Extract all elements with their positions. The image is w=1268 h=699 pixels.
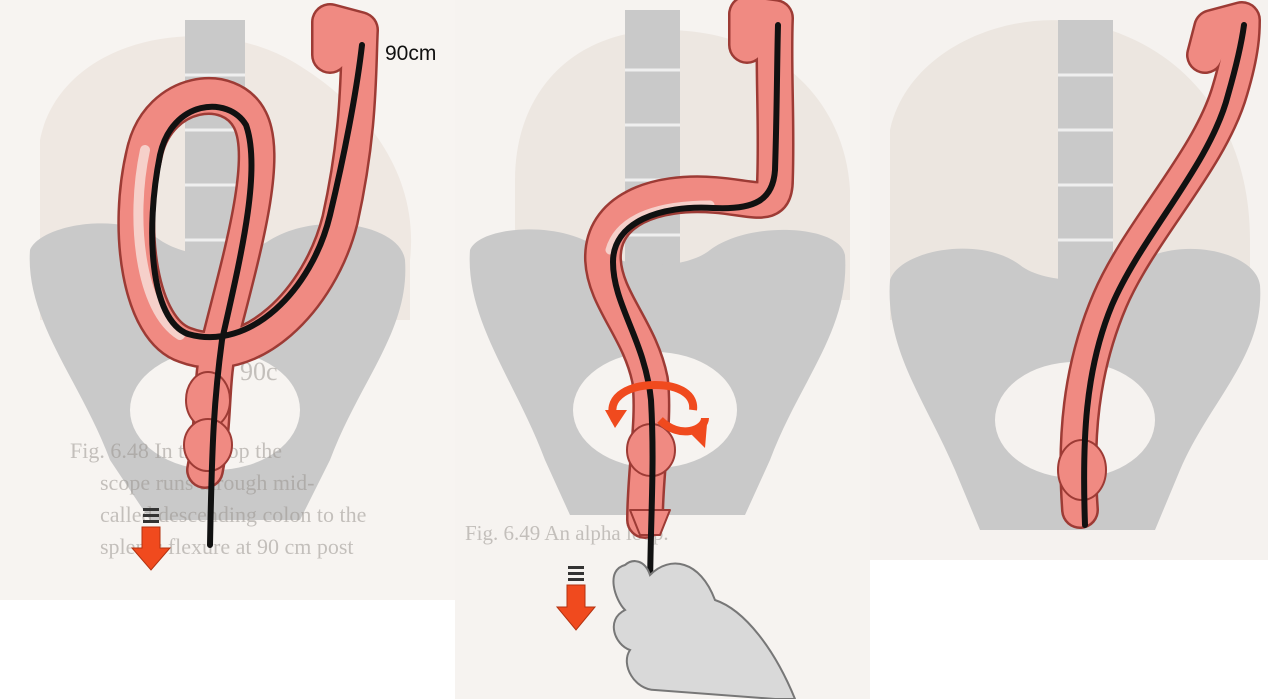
panel-alpha-loop: 90c Fig. 6.48 In the loop the scope runs… xyxy=(0,0,455,600)
rotation-diagram: Fig. 6.49 An alpha loop. xyxy=(455,0,870,699)
length-label: 90cm xyxy=(385,42,436,65)
hand xyxy=(613,561,795,699)
alpha-loop-diagram: 90c Fig. 6.48 In the loop the scope runs… xyxy=(0,0,455,600)
panel-straightened xyxy=(870,0,1268,560)
ghost-caption-line-3: called descending colon to the xyxy=(100,502,366,527)
straightened-diagram xyxy=(870,0,1268,560)
ghost-caption-line-1: Fig. 6.48 In the loop the xyxy=(70,438,282,463)
panel-rotation: Fig. 6.49 An alpha loop. xyxy=(455,0,870,699)
pull-arrow xyxy=(557,566,595,630)
